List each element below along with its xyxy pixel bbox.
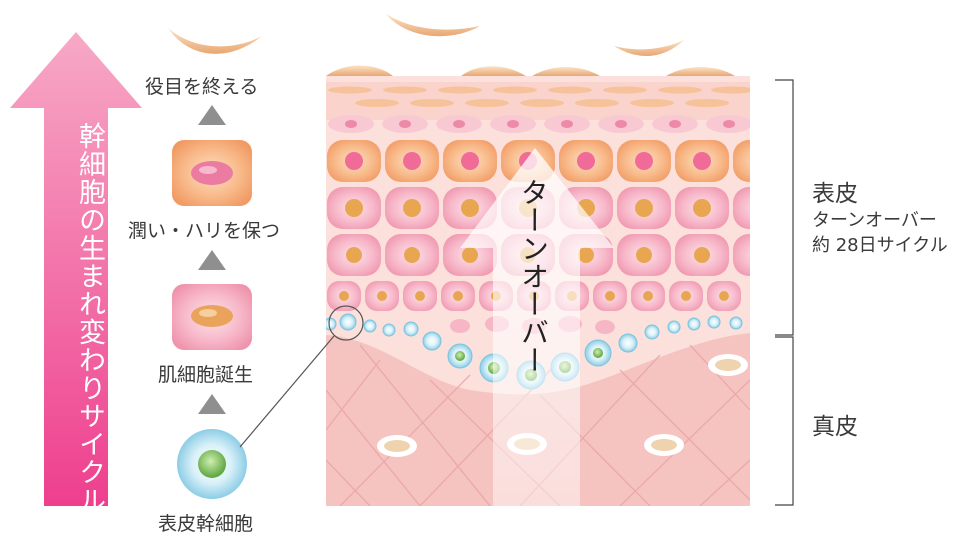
- mature-cell-icon: [172, 140, 252, 206]
- life-cycle-label: 幹細胞の生まれ変わりサイクル: [74, 122, 105, 514]
- cycle-label: 約 28日サイクル: [812, 235, 948, 256]
- epidermis-label: 表皮: [812, 181, 858, 207]
- turnover-arrow-label: ターンオーバー: [517, 178, 550, 374]
- layer-brackets: [775, 79, 794, 506]
- new-cell-icon: [172, 284, 252, 350]
- turnover-arrow: [460, 148, 614, 506]
- stage-end-label: 役目を終える: [145, 76, 259, 98]
- orange-cell-row: [327, 140, 750, 182]
- stage-birth-label: 肌細胞誕生: [158, 364, 254, 386]
- stage-moisture-label: 潤い・ハリを保つ: [128, 220, 281, 242]
- life-cycle-arrow: [10, 32, 142, 506]
- shedding-flakes: [326, 14, 735, 76]
- up-triangle-icon: [198, 105, 226, 125]
- granular-layer: [328, 115, 750, 133]
- up-triangle-icon: [198, 394, 226, 414]
- turnover-label: ターンオーバー: [812, 210, 937, 231]
- skin-cross-section: [326, 76, 750, 506]
- stratum-corneum: [326, 82, 750, 120]
- stage-stem-label: 表皮幹細胞: [158, 513, 254, 535]
- stem-cell-icon: [177, 429, 247, 499]
- dermis-label: 真皮: [812, 414, 858, 440]
- up-triangle-icon: [198, 250, 226, 270]
- stem-cell-callout: [239, 305, 364, 448]
- flake-icon: [168, 28, 262, 54]
